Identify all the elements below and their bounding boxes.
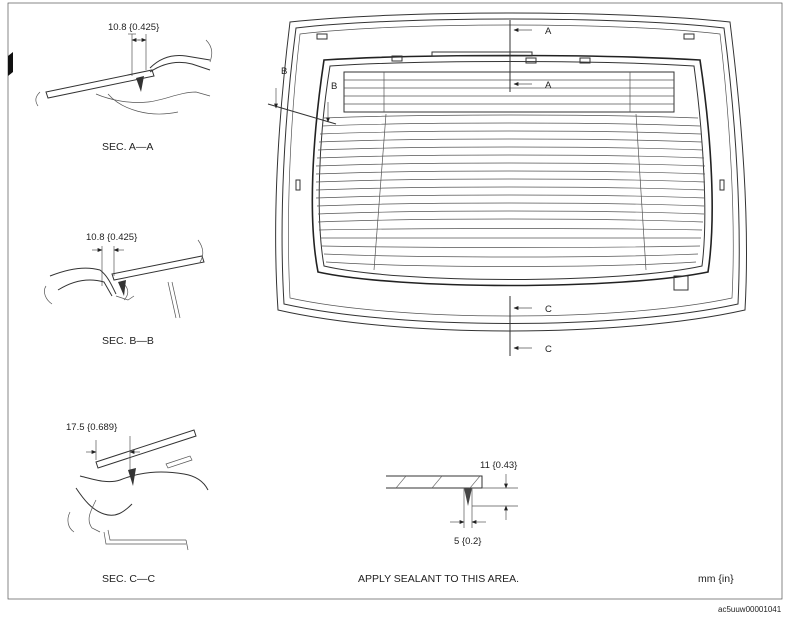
units-label: mm {in} <box>698 573 734 585</box>
section-bb-glass <box>111 255 205 281</box>
section-aa-dimension: 10.8 {0.425} <box>108 22 159 33</box>
section-aa-sealant <box>136 76 144 92</box>
cut-marker-c-top: C <box>545 304 552 315</box>
section-cc-label: SEC. C—C <box>102 573 156 585</box>
cut-marker-a-bottom: A <box>545 80 552 91</box>
cut-marker-a-top: A <box>545 26 552 37</box>
section-bb-detail: 10.8 {0.425} SEC. B—B <box>44 232 205 347</box>
sealant-note: APPLY SEALANT TO THIS AREA. <box>358 573 519 585</box>
rear-window-glass: A A B B C C <box>267 12 748 356</box>
section-bb-sealant <box>118 280 126 296</box>
cut-line-b <box>267 103 337 125</box>
section-aa-detail: 10.8 {0.425} SEC. A—A <box>35 22 213 153</box>
cut-marker-b-left: B <box>281 66 287 77</box>
section-cc-detail: 17.5 {0.689} SEC. C—C <box>66 422 209 585</box>
figure-border <box>7 2 783 600</box>
figure-code: ac5uuw00001041 <box>718 605 782 614</box>
section-cc-sealant <box>128 468 136 486</box>
section-aa-glass <box>45 69 155 99</box>
section-bb-label: SEC. B—B <box>102 335 154 347</box>
sealant-width-dimension: 5 {0.2} <box>454 536 481 547</box>
section-aa-label: SEC. A—A <box>102 141 153 153</box>
sealant-bead-detail: 11 {0.43} 5 {0.2} <box>386 460 518 547</box>
cut-marker-b-right: B <box>331 81 337 92</box>
section-cc-glass <box>95 429 197 469</box>
cut-marker-c-bottom: C <box>545 344 552 355</box>
defogger-grid-lines <box>315 113 706 271</box>
sealant-bead <box>464 488 472 506</box>
left-edge-tab <box>8 52 13 76</box>
sealant-height-dimension: 11 {0.43} <box>480 460 517 471</box>
section-bb-dimension: 10.8 {0.425} <box>86 232 137 243</box>
section-cc-dimension: 17.5 {0.689} <box>66 422 117 433</box>
